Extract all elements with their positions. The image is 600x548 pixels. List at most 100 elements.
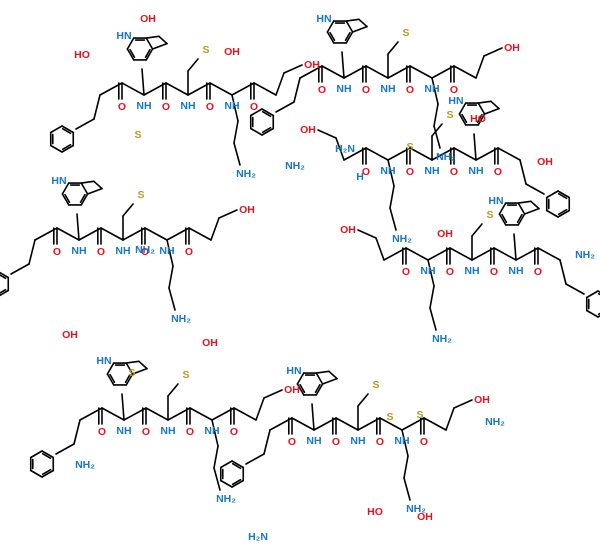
bond-280	[530, 200, 540, 210]
bond-319	[458, 113, 467, 126]
bond-48	[321, 65, 345, 79]
atom-label-s-8: S	[202, 44, 209, 56]
atom-label-oh-91: OH	[537, 156, 553, 168]
atom-label-nh-71: NH	[424, 165, 439, 177]
bond-219	[401, 429, 409, 457]
atom-label-nh2-64: NH₂	[432, 333, 452, 345]
atom-label-o-69: O	[362, 166, 370, 178]
bond-118	[0, 288, 7, 294]
bond-66	[249, 127, 263, 136]
bond-182	[124, 373, 131, 384]
atom-label-hn-54: HN	[286, 365, 301, 377]
bond-263	[357, 229, 377, 239]
atom-label-h2n-93: H₂N	[335, 143, 355, 155]
atom-label-nh-48: NH	[306, 435, 321, 447]
atom-label-o-33: O	[98, 426, 106, 438]
bond-5	[209, 82, 233, 96]
bond-286	[409, 147, 433, 161]
atom-label-nh-60: NH	[464, 265, 479, 277]
bond-30	[187, 58, 199, 72]
atom-label-o-56: O	[490, 266, 498, 278]
bond-323	[476, 113, 483, 124]
bond-26	[61, 127, 72, 135]
bond-148	[233, 407, 257, 421]
bond-40	[145, 37, 154, 50]
bond-38	[126, 37, 135, 50]
bond-54	[453, 65, 477, 79]
bond-120	[0, 274, 7, 280]
bond-92	[358, 18, 368, 28]
bond-169	[263, 389, 283, 399]
atom-label-oh-77: OH	[140, 13, 156, 25]
bond-313	[387, 159, 395, 187]
atom-label-nh2-89: NH₂	[575, 249, 595, 261]
bond-42	[129, 48, 136, 59]
atom-label-oh-82: OH	[62, 329, 78, 341]
bond-68	[249, 108, 263, 117]
atom-label-o-34: O	[142, 426, 150, 438]
bond-91	[345, 18, 360, 22]
atom-label-o-58: O	[402, 266, 410, 278]
atom-label-nh-50: NH	[394, 435, 409, 447]
bond-209	[219, 460, 233, 469]
bond-328	[483, 107, 500, 115]
bond-212	[231, 478, 242, 486]
bond-88	[344, 31, 351, 42]
bond-73	[261, 110, 272, 118]
atom-label-nh-61: NH	[420, 265, 435, 277]
bond-214	[231, 462, 242, 470]
bond-241	[405, 247, 429, 261]
bond-237	[493, 247, 517, 261]
bond-171	[167, 383, 179, 397]
atom-label-s-98: S	[386, 411, 393, 423]
atom-label-nh2-20: NH₂	[436, 151, 456, 163]
bond-126	[168, 265, 174, 289]
bond-176	[125, 373, 134, 386]
bond-172	[211, 419, 219, 447]
bond-187	[131, 367, 148, 375]
bond-28	[283, 64, 303, 74]
bond-178	[106, 373, 115, 386]
bond-230	[299, 383, 306, 394]
atom-label-o-13: O	[406, 84, 414, 96]
bond-316	[473, 133, 477, 161]
bond-314	[389, 185, 395, 209]
bond-277	[501, 213, 508, 224]
bond-310	[317, 129, 337, 139]
bond-267	[429, 285, 435, 309]
bond-225	[296, 383, 305, 396]
bond-218	[357, 393, 369, 407]
atom-label-oh-87: OH	[417, 511, 433, 523]
atom-label-s-63: S	[486, 209, 493, 221]
bond-37	[126, 48, 135, 61]
atom-label-o-3: O	[250, 101, 258, 113]
bond-85	[326, 20, 335, 33]
atom-label-s-19: S	[402, 27, 409, 39]
bond-315	[389, 207, 397, 231]
bond-207	[219, 479, 233, 488]
bond-16	[93, 94, 101, 120]
bond-34	[141, 68, 145, 96]
atom-label-ho-90: HO	[470, 113, 486, 125]
bond-122	[218, 209, 238, 219]
atom-label-nh-27: NH	[115, 245, 130, 257]
bond-279	[517, 200, 532, 204]
bond-144	[145, 407, 169, 421]
bond-300	[557, 209, 571, 218]
bond-35	[145, 48, 154, 61]
atom-label-hn-76: HN	[448, 95, 463, 107]
bond-205	[245, 453, 265, 465]
atom-label-nh-39: NH	[204, 425, 219, 437]
atom-label-nh-4: NH	[136, 100, 151, 112]
atom-label-nh-6: NH	[224, 100, 239, 112]
atom-label-o-25: O	[185, 246, 193, 258]
bond-81	[341, 51, 345, 79]
atom-label-o-47: O	[420, 436, 428, 448]
bond-179	[106, 362, 115, 375]
atom-label-o-68: O	[406, 166, 414, 178]
atom-label-hn-32: HN	[51, 175, 66, 187]
atom-label-s-41: S	[182, 369, 189, 381]
bond-132	[61, 182, 70, 195]
